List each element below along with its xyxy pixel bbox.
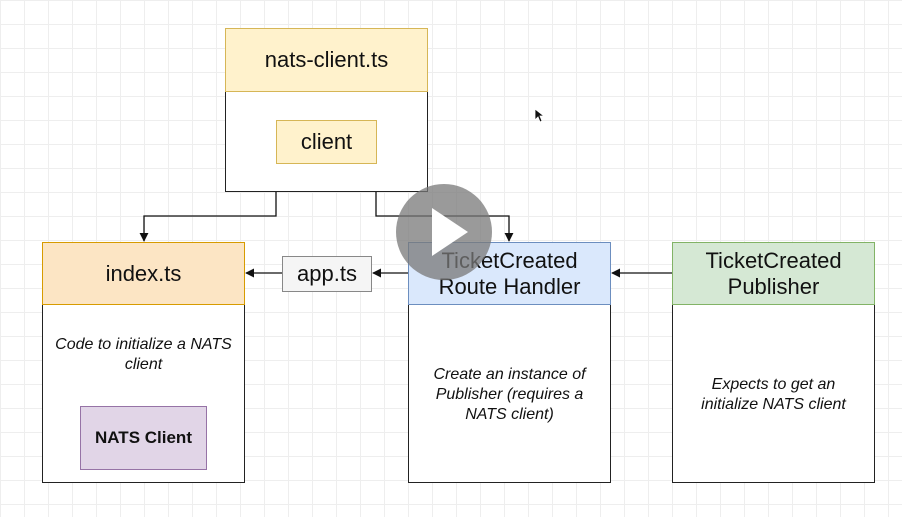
index-title: index.ts (42, 242, 245, 305)
publisher-title: TicketCreated Publisher (672, 242, 875, 305)
route-handler-description: Create an instance of Publisher (require… (433, 366, 586, 423)
play-icon (432, 208, 468, 256)
nats-client-title: nats-client.ts (225, 28, 428, 92)
mouse-cursor-icon (535, 109, 545, 123)
route-handler-box (408, 304, 611, 483)
app-chip: app.ts (282, 256, 372, 292)
client-chip: client (276, 120, 377, 164)
play-button[interactable] (396, 184, 492, 280)
nats-client-chip: NATS Client (80, 406, 207, 470)
arrow-nats-client-to-index (139, 191, 277, 242)
publisher-description: Expects to get an initialize NATS client (701, 376, 846, 413)
index-description: Code to initialize a NATS client (55, 336, 232, 373)
publisher-box (672, 304, 875, 483)
